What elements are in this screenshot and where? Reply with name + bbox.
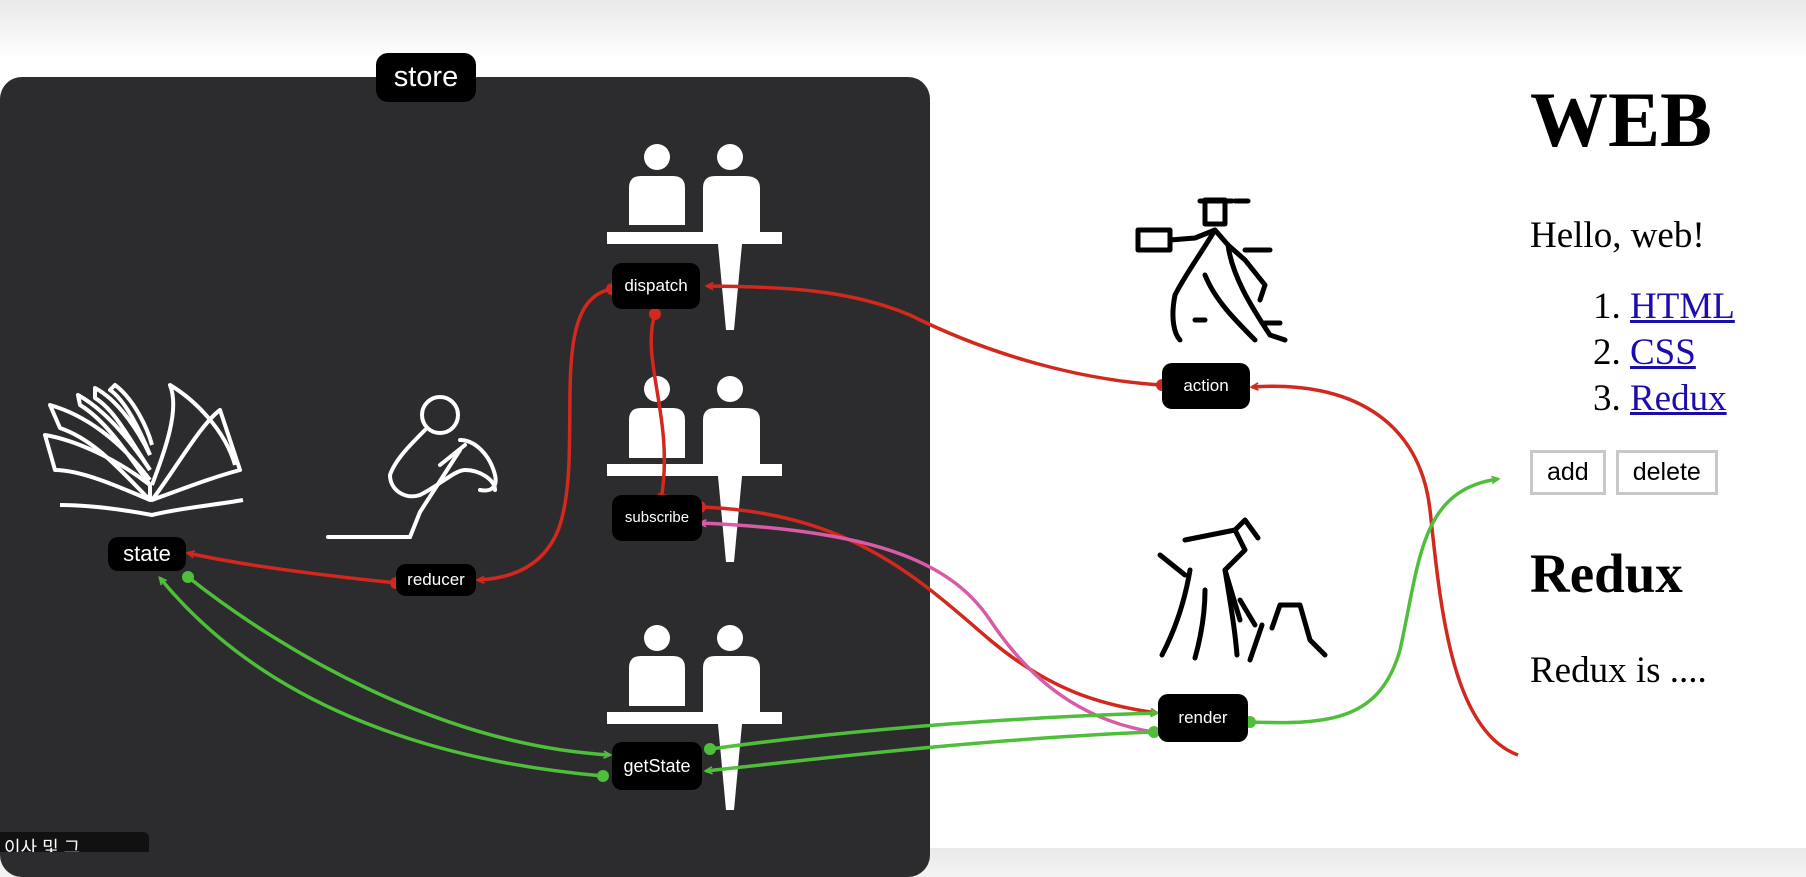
render-to-view-arrow [1249,475,1501,725]
store-label: store [376,53,476,102]
topic-list: HTML CSS Redux [1530,284,1800,422]
section-text: Redux is .... [1530,650,1707,691]
getstate-to-render-arrow [709,708,1160,751]
css-link[interactable]: CSS [1630,332,1696,373]
dispatch-node: dispatch [612,263,700,309]
hello-text: Hello, web! [1530,215,1705,256]
open-book-icon [43,383,244,517]
subscribe-node: subscribe [612,495,702,541]
state-to-getstate-arrow [186,575,613,759]
render-to-getstate-arrow [703,730,1155,775]
getstate-to-state-arrow [158,575,604,778]
writing-person-icon [326,395,498,539]
state-node: state [108,537,186,571]
list-item: Redux [1630,376,1800,422]
html-link[interactable]: HTML [1630,286,1735,327]
dispatch-to-reducer-arrow [475,287,613,584]
list-item: HTML [1630,284,1800,330]
render-node: render [1158,694,1248,742]
dispatch-to-subscribe-arrow [649,313,667,503]
delete-button[interactable]: delete [1615,450,1718,495]
web-page-panel: WEB Hello, web! HTML CSS Redux add delet… [1530,70,1800,693]
subscribe-to-render-arrow [699,505,1160,717]
counter-staff-icon [607,376,782,562]
digging-worker-icon [1157,517,1328,663]
reducer-to-state-arrow [185,550,397,585]
counter-staff-icon [607,144,782,330]
reducer-node: reducer [396,564,476,596]
web-button-row: add delete [1530,450,1800,495]
redux-link[interactable]: Redux [1630,378,1727,419]
render-to-subscribe-arrow [697,518,1154,734]
delivery-courier-icon [1135,197,1288,343]
section-title: Redux [1530,543,1683,604]
view-to-action-arrow [1249,382,1519,757]
action-to-dispatch-arrow [704,281,1163,387]
list-item: CSS [1630,330,1800,376]
action-node: action [1162,363,1250,409]
web-title: WEB [1530,76,1713,163]
subtitle-caption: 이사 및 그 [0,832,149,852]
getstate-node: getState [612,742,702,790]
diagram-canvas [43,144,1519,810]
add-button[interactable]: add [1530,450,1606,495]
